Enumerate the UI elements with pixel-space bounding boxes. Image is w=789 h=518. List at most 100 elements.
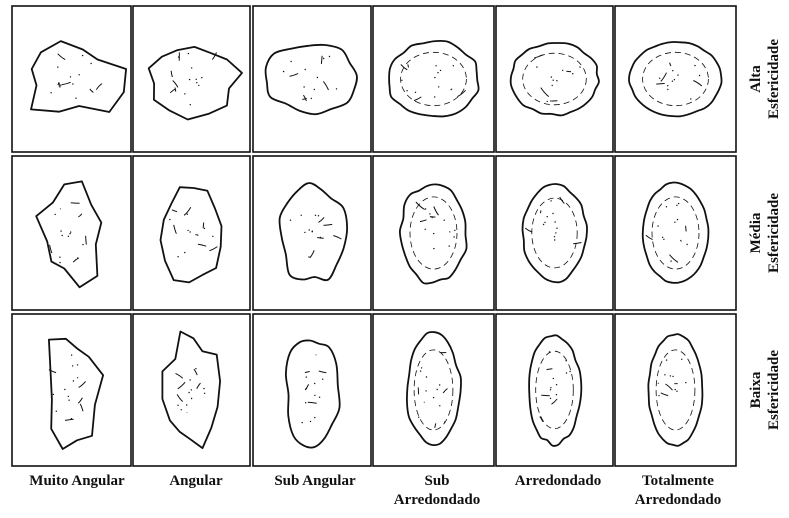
stipple-dot xyxy=(552,213,553,214)
stipple-dot xyxy=(68,396,69,397)
grain-outline xyxy=(286,340,340,447)
stipple-dot xyxy=(437,72,438,73)
grain-cell-alta-arredondado xyxy=(496,6,613,152)
texture-stroke xyxy=(646,235,653,239)
grain-outline xyxy=(265,45,356,114)
texture-stroke xyxy=(96,84,102,90)
stipple-dot xyxy=(187,214,188,215)
texture-stroke xyxy=(194,369,197,375)
stipple-dot xyxy=(69,233,70,234)
stipple-dot xyxy=(195,368,196,369)
texture-stroke xyxy=(414,97,421,101)
grain-cell-media-sub-arredondado xyxy=(373,156,494,310)
stipple-dot xyxy=(178,56,179,57)
stipple-dot xyxy=(554,236,555,237)
stipple-dot xyxy=(310,421,311,422)
stipple-dot xyxy=(177,405,178,406)
stipple-dot xyxy=(188,53,189,54)
stipple-dot xyxy=(305,69,306,70)
texture-stroke xyxy=(58,54,66,60)
stipple-dot xyxy=(690,98,691,99)
stipple-dot xyxy=(556,80,557,81)
stipple-dot xyxy=(663,239,664,240)
stipple-dot xyxy=(694,65,695,66)
stipple-dot xyxy=(196,79,197,80)
texture-stroke xyxy=(324,224,333,225)
inner-contour xyxy=(401,52,467,105)
column-label-sub-angular: Sub Angular xyxy=(245,472,385,491)
stipple-dot xyxy=(315,215,316,216)
stipple-dot xyxy=(70,231,71,232)
texture-stroke xyxy=(62,82,71,85)
stipple-dot xyxy=(204,228,205,229)
stipple-dot xyxy=(60,85,61,86)
stipple-dot xyxy=(550,389,551,390)
texture-stroke xyxy=(686,226,687,232)
texture-stroke xyxy=(310,250,314,258)
stipple-dot xyxy=(177,256,178,257)
stipple-dot xyxy=(437,389,438,390)
grain-outline xyxy=(279,183,347,280)
stipple-dot xyxy=(212,236,213,237)
texture-stroke xyxy=(408,64,409,67)
texture-stroke xyxy=(547,369,553,370)
grain-outline xyxy=(36,181,101,287)
stipple-dot xyxy=(306,388,307,389)
texture-stroke xyxy=(308,402,317,403)
stipple-dot xyxy=(59,262,60,263)
stipple-dot xyxy=(454,230,455,231)
texture-stroke xyxy=(434,207,439,216)
grain-cell-baixa-sub-angular xyxy=(253,314,371,466)
stipple-dot xyxy=(536,66,537,67)
stipple-dot xyxy=(305,402,306,403)
stipple-dot xyxy=(562,70,563,71)
column-label-arredondado: Arredondado xyxy=(488,472,628,491)
texture-stroke xyxy=(656,84,664,85)
stipple-dot xyxy=(189,231,190,232)
texture-stroke xyxy=(443,389,447,393)
stipple-dot xyxy=(314,383,315,384)
stipple-dot xyxy=(191,67,192,68)
stipple-dot xyxy=(439,405,440,406)
stipple-dot xyxy=(64,389,65,390)
stipple-dot xyxy=(554,239,555,240)
texture-stroke xyxy=(661,393,668,396)
stipple-dot xyxy=(556,228,557,229)
texture-stroke xyxy=(680,240,681,242)
column-label-totalmente-arredondado: TotalmenteArredondado xyxy=(608,472,748,510)
stipple-dot xyxy=(433,233,434,234)
inner-contour xyxy=(523,53,587,105)
grain-cell-alta-muito-angular xyxy=(12,6,131,152)
stipple-dot xyxy=(666,359,667,360)
texture-stroke xyxy=(178,382,185,389)
stipple-dot xyxy=(56,411,57,412)
stipple-dot xyxy=(675,389,676,390)
texture-stroke xyxy=(78,214,82,217)
stipple-dot xyxy=(543,224,544,225)
stipple-dot xyxy=(432,217,433,218)
texture-stroke xyxy=(79,381,86,387)
grain-cell-baixa-sub-arredondado xyxy=(373,314,494,466)
texture-stroke xyxy=(451,89,453,90)
stipple-dot xyxy=(556,384,557,385)
texture-stroke xyxy=(80,404,83,411)
row-label-alta-esfericidade: AltaEsfericidade xyxy=(745,6,785,152)
stipple-dot xyxy=(433,248,434,249)
grain-outline xyxy=(31,41,126,112)
grain-cell-media-sub-angular xyxy=(253,156,371,310)
stipple-dot xyxy=(184,93,185,94)
stipple-dot xyxy=(672,70,673,71)
stipple-dot xyxy=(435,65,436,66)
stipple-dot xyxy=(440,70,441,71)
stipple-dot xyxy=(189,79,190,80)
stipple-dot xyxy=(550,200,551,201)
grain-cell-alta-angular xyxy=(133,6,250,152)
stipple-dot xyxy=(439,384,440,385)
stipple-dot xyxy=(547,101,548,102)
stipple-dot xyxy=(433,397,434,398)
row-label-baixa-esfericidade: BaixaEsfericidade xyxy=(745,314,785,466)
stipple-dot xyxy=(674,222,675,223)
stipple-dot xyxy=(550,100,551,101)
grain-cell-baixa-arredondado xyxy=(496,314,613,466)
grain-cell-media-angular xyxy=(133,156,250,310)
